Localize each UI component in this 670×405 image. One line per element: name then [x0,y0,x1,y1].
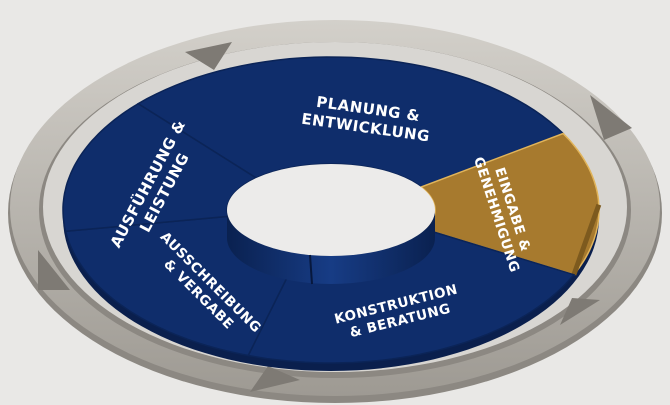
cycle-arrow-bottom-right [560,298,600,325]
cycle-arrow-bottom [250,366,300,392]
segment-eingabe-edge [571,203,602,276]
cycle-arrow-right [590,95,632,140]
cycle-arrow-top [185,42,232,70]
cycle-arrow-left [38,250,70,290]
center-hole [227,164,435,285]
